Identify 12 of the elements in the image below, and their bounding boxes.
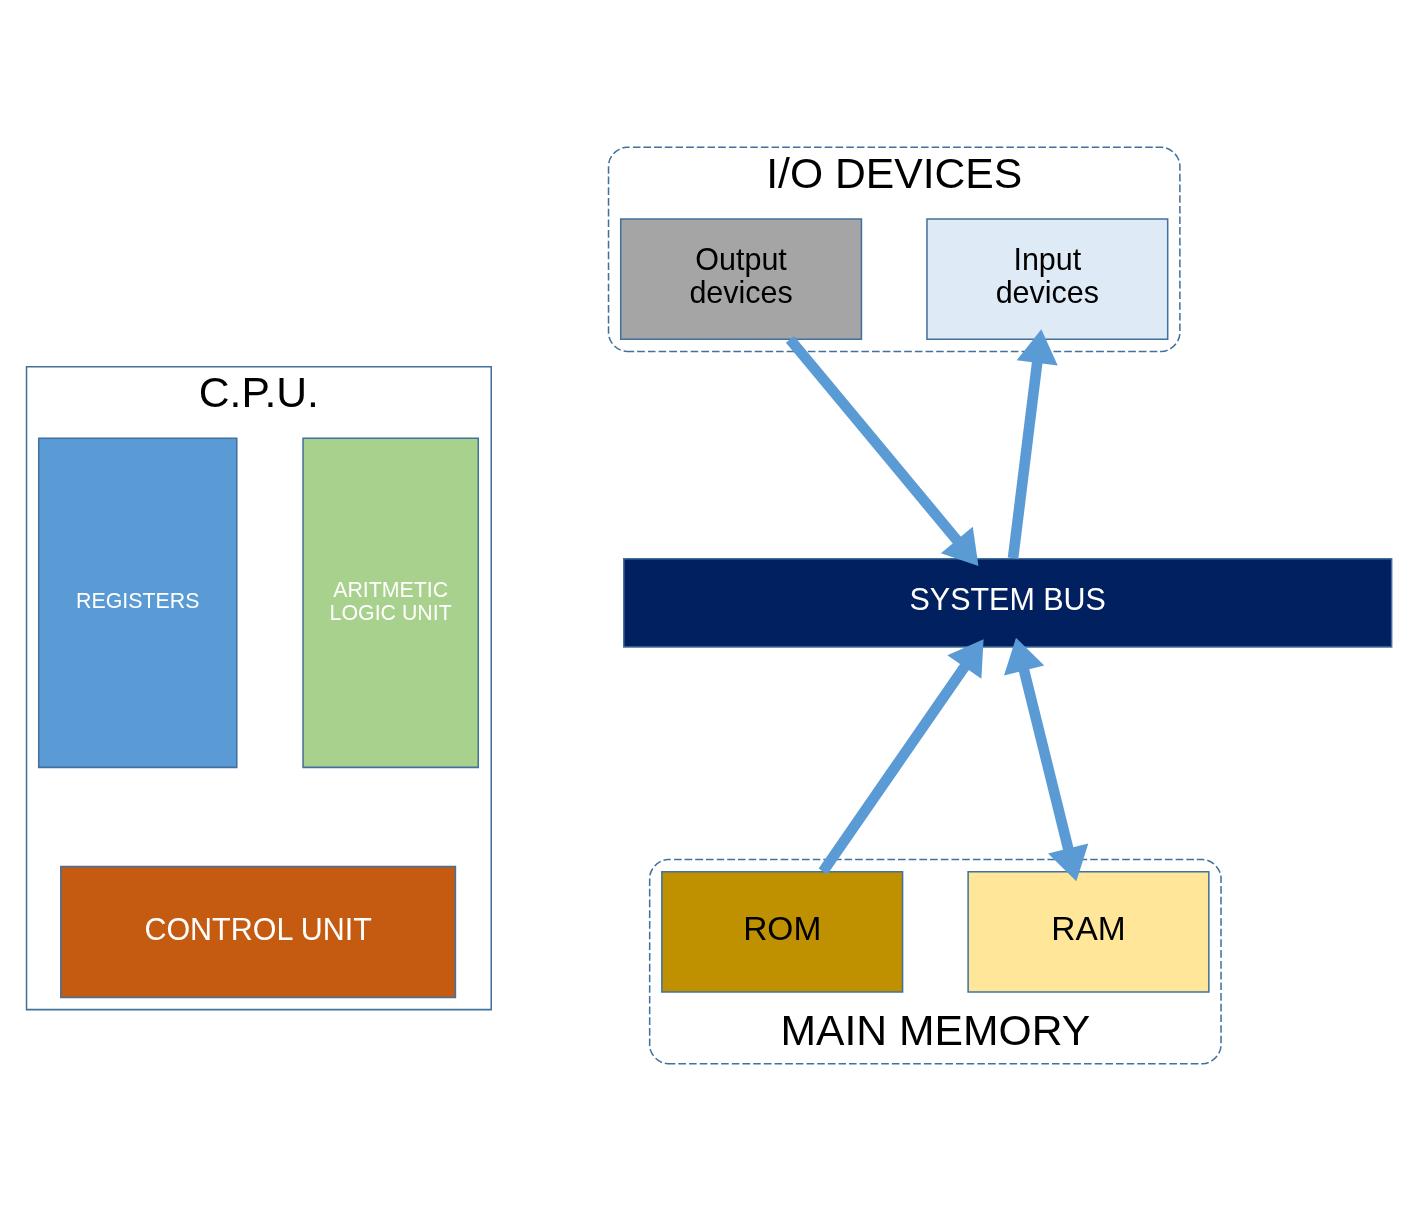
node-box: Input devices [926, 218, 1169, 340]
node-box: ROM [661, 871, 904, 993]
node-box: REGISTERS [37, 437, 238, 769]
arrow [1007, 329, 1058, 559]
node-box: ARITMETIC LOGIC UNIT [302, 437, 480, 769]
node-box: RAM [967, 871, 1210, 993]
node-box: Output devices [619, 218, 863, 340]
node-box: SYSTEM BUS [623, 557, 1393, 648]
arrow [785, 336, 979, 567]
arrow [818, 639, 984, 875]
node-box: CONTROL UNIT [60, 865, 457, 999]
arrow [1004, 637, 1089, 882]
